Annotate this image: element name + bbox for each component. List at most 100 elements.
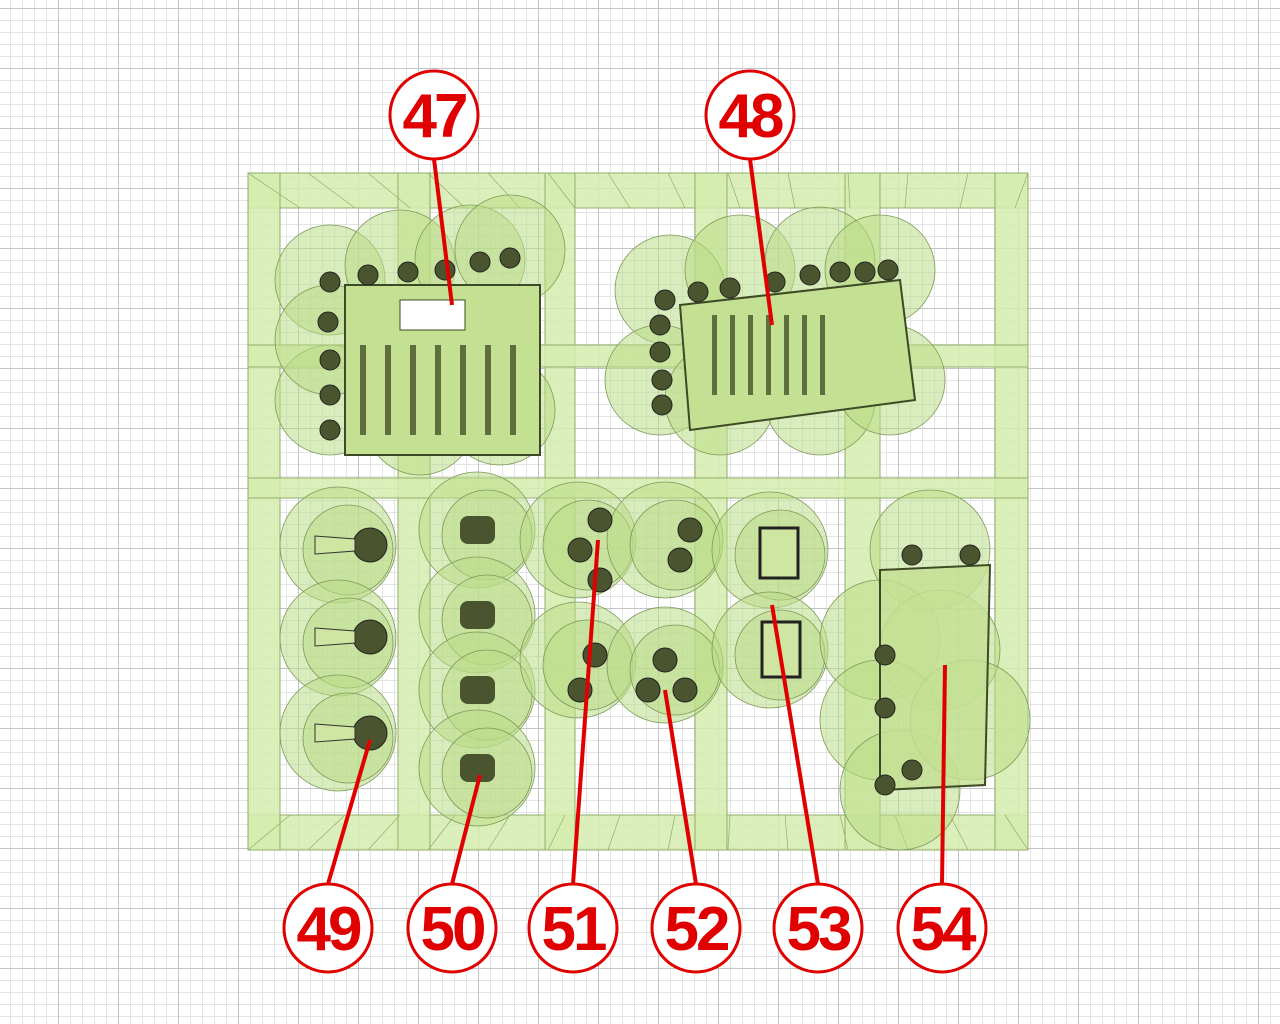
- mesh-line: [904, 172, 909, 209]
- callout-circle: [406, 882, 498, 974]
- peg: [667, 547, 693, 573]
- bracket: [758, 526, 800, 580]
- mesh-line: [1004, 814, 1029, 851]
- callout-54: 54: [896, 664, 988, 974]
- peg: [635, 677, 661, 703]
- mesh-line: [367, 814, 401, 851]
- mesh-line: [784, 814, 789, 851]
- peg: [799, 264, 821, 286]
- peg: [829, 261, 851, 283]
- mesh-line: [839, 814, 849, 851]
- peg: [854, 261, 876, 283]
- mesh-line: [727, 172, 741, 209]
- callout-50: 50: [406, 774, 498, 974]
- mesh-line: [427, 172, 466, 209]
- callout-circle: [650, 882, 742, 974]
- arm: [314, 627, 356, 647]
- peg: [959, 544, 981, 566]
- callout-48: 48: [704, 69, 796, 326]
- peg: [649, 341, 671, 363]
- peg: [677, 517, 703, 543]
- callouts: 47 48 49 50 51 52 53 54: [282, 69, 988, 974]
- peg: [352, 619, 388, 655]
- callout-number: 51: [542, 895, 606, 964]
- callout-number: 53: [787, 895, 851, 964]
- callout-51: 51: [527, 539, 619, 974]
- peg: [687, 281, 709, 303]
- peg: [654, 289, 676, 311]
- callout-47: 47: [388, 69, 480, 306]
- callout-number: 48: [719, 82, 783, 151]
- peg: [652, 647, 678, 673]
- slot: [802, 315, 807, 395]
- peg: [874, 774, 896, 796]
- peg: [649, 314, 671, 336]
- slot: [784, 315, 789, 395]
- peg: [901, 759, 923, 781]
- knob: [460, 676, 495, 704]
- callout-circle: [282, 882, 374, 974]
- support-blob: [629, 499, 721, 591]
- slot: [410, 345, 416, 435]
- leader-line: [432, 158, 454, 306]
- mesh-line: [487, 814, 511, 851]
- mesh-line: [787, 172, 796, 209]
- mesh-line: [547, 814, 566, 851]
- peg: [651, 369, 673, 391]
- mesh-line: [667, 172, 686, 209]
- peg: [499, 247, 521, 269]
- peg: [719, 277, 741, 299]
- slot: [748, 315, 753, 395]
- slot: [766, 315, 771, 395]
- callout-number: 52: [665, 895, 728, 964]
- callout-circle: [388, 69, 480, 161]
- slot: [820, 315, 825, 395]
- mesh-line: [367, 172, 411, 209]
- part-54-body: [879, 563, 992, 792]
- slot: [712, 315, 717, 395]
- slot: [510, 345, 516, 435]
- peg: [567, 537, 593, 563]
- leader-line: [663, 689, 698, 885]
- part-48-body: [678, 278, 917, 432]
- parts: [274, 194, 1031, 851]
- window: [399, 299, 466, 331]
- mesh-line: [667, 814, 676, 851]
- slot: [730, 315, 735, 395]
- arm: [314, 535, 356, 555]
- peg: [319, 271, 341, 293]
- callout-number: 50: [421, 895, 484, 964]
- arm: [314, 723, 356, 743]
- callout-53: 53: [770, 604, 864, 974]
- callout-circle: [896, 882, 988, 974]
- knob: [460, 754, 495, 782]
- mesh-line: [607, 814, 621, 851]
- mesh-line: [247, 172, 301, 209]
- peg: [317, 311, 339, 333]
- knob: [460, 516, 495, 544]
- leader-line: [748, 158, 774, 326]
- mesh-line: [307, 172, 356, 209]
- peg: [319, 419, 341, 441]
- peg: [587, 567, 613, 593]
- leader-line: [770, 604, 820, 885]
- leader-line: [571, 539, 600, 885]
- leader-line: [940, 664, 947, 885]
- slot: [435, 345, 441, 435]
- leader-line: [450, 774, 482, 885]
- mesh-line: [427, 814, 456, 851]
- callout-52: 52: [650, 689, 742, 974]
- peg: [582, 642, 608, 668]
- mesh-line: [1014, 172, 1029, 209]
- mesh-line: [959, 172, 969, 209]
- callout-number: 49: [297, 895, 361, 964]
- mesh-line: [307, 814, 346, 851]
- mesh-line: [247, 814, 291, 851]
- mesh-line: [727, 814, 731, 851]
- mesh-line: [847, 172, 851, 209]
- slot: [360, 345, 366, 435]
- peg: [352, 527, 388, 563]
- peg: [874, 644, 896, 666]
- callout-circle: [704, 69, 796, 161]
